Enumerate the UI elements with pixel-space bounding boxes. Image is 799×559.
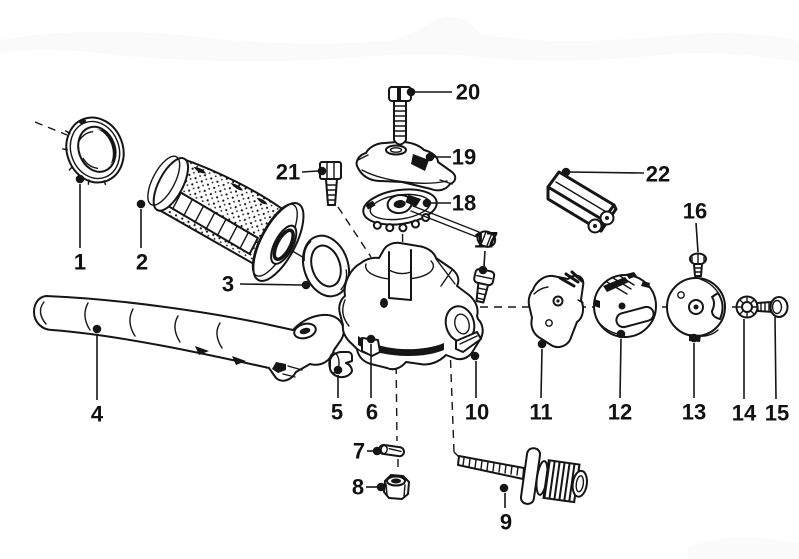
part-label-throttle-gear: 18 <box>452 191 476 216</box>
leader-dot-10 <box>470 351 480 361</box>
part-pin <box>378 443 405 458</box>
leader-line-3 <box>239 283 303 286</box>
adjuster-axis-a <box>449 345 455 453</box>
part-label-cable-adjuster-screw: 9 <box>500 510 512 535</box>
leader-dot-21 <box>317 166 327 176</box>
leader-dot-2 <box>136 199 146 209</box>
leader-line-22 <box>569 171 645 174</box>
scan-watermark-bottom-right <box>688 537 799 559</box>
leader-line-16 <box>695 222 699 253</box>
leader-dot-20 <box>406 87 416 97</box>
part-nut <box>383 474 410 500</box>
leader-dot-17 <box>478 265 488 275</box>
leader-dot-22 <box>561 167 571 177</box>
leader-dot-9 <box>499 483 509 493</box>
part-hand-lever <box>33 295 345 382</box>
part-label-cable-barrel: 5 <box>331 400 343 425</box>
part-hex-screw <box>319 161 342 206</box>
leader-dot-12 <box>616 329 626 339</box>
part-label-cover-screw: 15 <box>765 401 789 426</box>
leader-line-12 <box>619 338 622 399</box>
part-label-cable-clip: 22 <box>646 162 670 187</box>
part-lever-housing <box>338 241 484 371</box>
part-label-lock-washer: 14 <box>732 401 757 426</box>
throttle-cable-rod <box>410 205 480 238</box>
cable-end-nipple <box>476 230 497 248</box>
part-cable-adjuster-screw <box>457 447 588 505</box>
part-cam-housing <box>593 272 657 338</box>
scan-watermark-top <box>0 16 799 62</box>
leader-dot-11 <box>537 339 547 349</box>
leader-lines <box>75 87 777 508</box>
leader-dot-3 <box>301 280 311 290</box>
part-throttle-gear <box>362 188 497 248</box>
screw21-axis <box>337 206 372 258</box>
leader-dot-7 <box>372 446 382 456</box>
part-cam-lever <box>355 140 457 192</box>
part-label-cam-housing: 12 <box>608 400 632 425</box>
part-label-pin: 7 <box>353 439 365 464</box>
part-label-hex-screw: 21 <box>276 160 300 185</box>
leader-line-15 <box>774 316 777 400</box>
part-washer <box>301 234 351 298</box>
part-label-washer: 3 <box>222 272 234 297</box>
part-label-nut: 8 <box>352 475 364 500</box>
leader-dot-1 <box>75 174 85 184</box>
leader-dot-8 <box>376 482 386 492</box>
leader-dot-4 <box>92 324 102 334</box>
part-cheese-head-screw <box>388 86 412 146</box>
part-wedge-clamp <box>455 331 482 353</box>
leader-line-17 <box>483 250 486 267</box>
part-label-hand-lever: 4 <box>91 402 104 427</box>
part-end-cap-ring <box>62 116 125 186</box>
part-pan-head-screw <box>473 267 496 304</box>
leader-dot-5 <box>333 365 343 375</box>
part-label-wedge-clamp: 10 <box>465 400 489 425</box>
leader-dot-19 <box>425 152 435 162</box>
part-label-end-cap-ring: 1 <box>74 250 86 275</box>
part-label-pan-head-screw: 17 <box>474 228 498 253</box>
part-cover-cap <box>666 277 726 342</box>
part-rubber-grip <box>147 155 305 282</box>
leader-dot-6 <box>366 334 376 344</box>
leader-line-11 <box>540 348 543 399</box>
part-label-cover-cap: 13 <box>682 400 706 425</box>
part-label-cam-lever: 19 <box>452 145 476 170</box>
main-axis-dashed <box>34 121 68 136</box>
part-label-lever-housing: 6 <box>366 400 378 425</box>
part-label-rubber-grip: 2 <box>136 250 148 275</box>
part-cable-clip <box>546 170 618 234</box>
leader-dot-13 <box>689 333 699 343</box>
part-lock-washer <box>735 295 759 319</box>
part-inner-cover-plate <box>527 270 585 349</box>
leader-line-21 <box>301 170 319 173</box>
part-cover-screw <box>756 296 789 318</box>
leader-dot-18 <box>422 198 432 208</box>
part-small-screw <box>689 252 707 277</box>
part-label-small-screw: 16 <box>683 199 707 224</box>
part-label-cheese-head-screw: 20 <box>456 80 480 105</box>
part-label-inner-cover-plate: 11 <box>529 400 552 425</box>
